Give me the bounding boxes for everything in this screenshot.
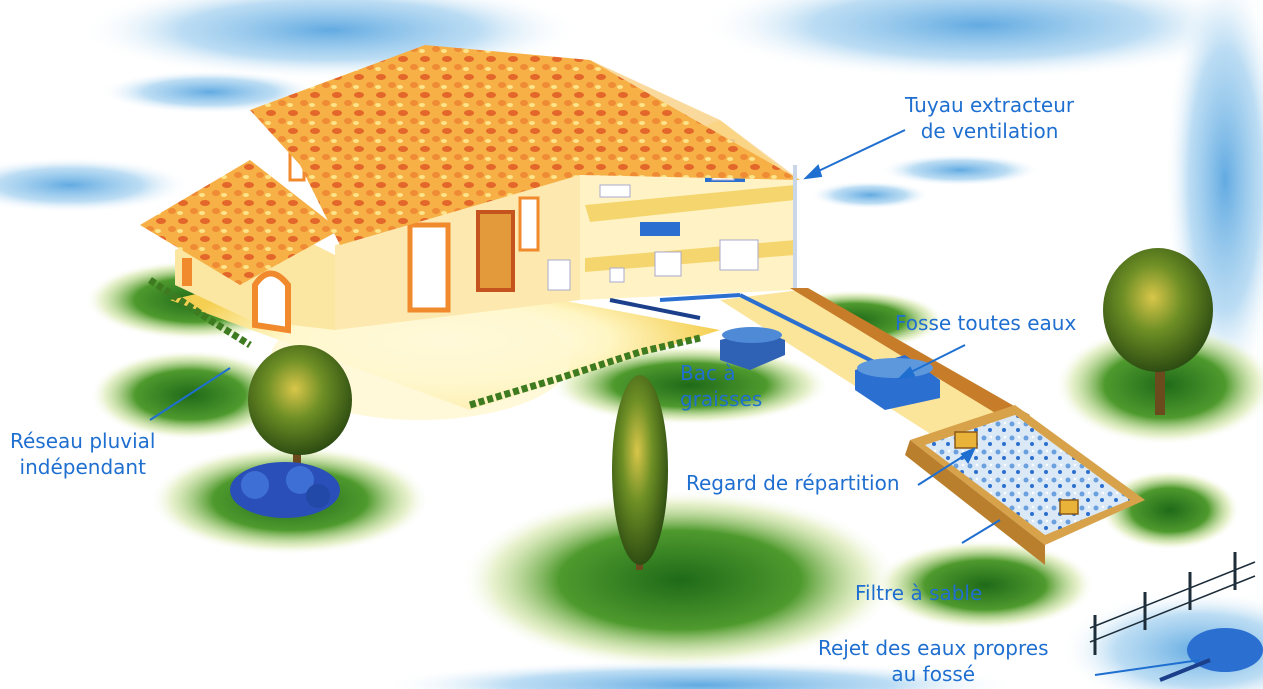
label-tuyau-extracteur-line1: Tuyau extracteur bbox=[905, 93, 1075, 117]
label-rejet-eaux: Rejet des eaux propres au fossé bbox=[818, 635, 1049, 687]
house bbox=[140, 45, 800, 334]
label-bac-graisses: Bac à graisses bbox=[680, 360, 762, 412]
label-tuyau-extracteur-line2: de ventilation bbox=[920, 119, 1059, 143]
grease-trap bbox=[720, 327, 785, 370]
label-reseau-pluvial: Réseau pluvial indépendant bbox=[10, 428, 155, 480]
label-rejet-eaux-line2: au fossé bbox=[891, 662, 976, 686]
label-rejet-eaux-line1: Rejet des eaux propres bbox=[818, 636, 1049, 660]
tree-center bbox=[612, 375, 668, 570]
tree-front-left bbox=[248, 345, 352, 480]
tree-right bbox=[1103, 248, 1213, 415]
distribution-box bbox=[954, 431, 978, 449]
pointer-lines bbox=[149, 129, 1201, 676]
hedge bbox=[468, 334, 701, 409]
kitchen-unit bbox=[599, 184, 631, 198]
outlet-ditch bbox=[1159, 628, 1263, 682]
label-fosse-toutes-eaux: Fosse toutes eaux bbox=[895, 311, 1077, 335]
label-reseau-pluvial-line1: Réseau pluvial bbox=[10, 429, 156, 453]
washer bbox=[719, 239, 759, 271]
main-roof bbox=[250, 45, 800, 245]
toilet bbox=[654, 251, 682, 277]
label-bac-graisses-line1: Bac à bbox=[680, 361, 736, 385]
label-regard-repartition: Regard de répartition bbox=[686, 471, 900, 495]
left-roof bbox=[140, 160, 340, 285]
label-tuyau-extracteur: Tuyau extracteur de ventilation bbox=[905, 92, 1074, 144]
label-bac-graisses-line2: graisses bbox=[680, 387, 763, 411]
hedge-left bbox=[148, 277, 252, 348]
fence bbox=[1089, 552, 1256, 655]
bathtub bbox=[640, 222, 680, 236]
label-filtre-sable: Filtre à sable bbox=[855, 581, 983, 605]
label-reseau-pluvial-line2: indépendant bbox=[19, 455, 146, 479]
bush-blue bbox=[230, 462, 340, 518]
